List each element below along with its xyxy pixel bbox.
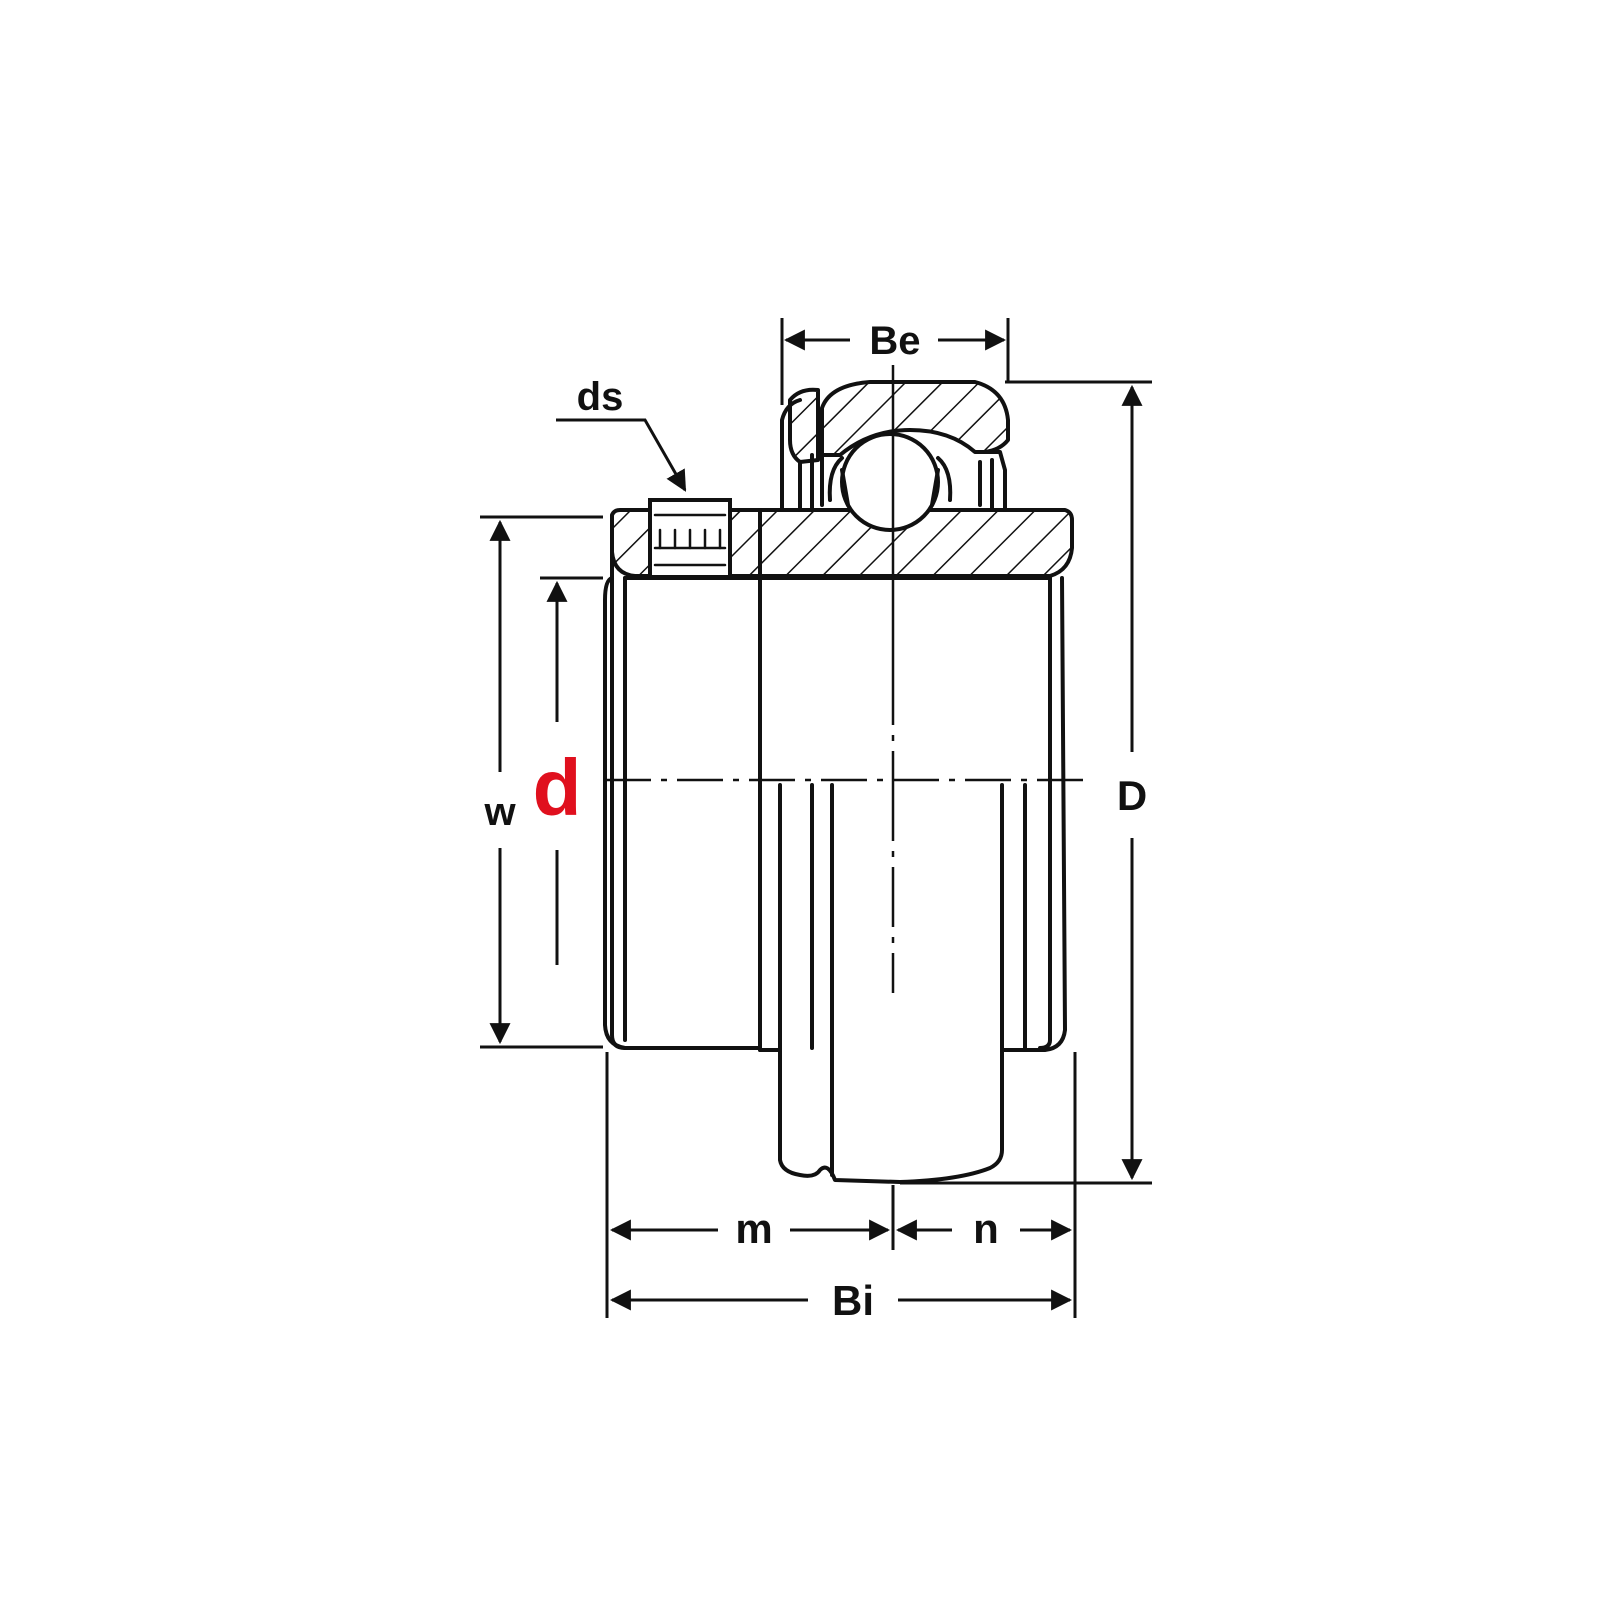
label-bi: Bi xyxy=(832,1277,874,1324)
bearing-body xyxy=(603,365,1088,1185)
outer-right-wall xyxy=(1023,576,1067,1052)
label-D: D xyxy=(1117,772,1147,819)
outer-ring-section xyxy=(820,380,1010,457)
label-ds: ds xyxy=(577,375,624,419)
inner-ring-collar xyxy=(610,518,762,1050)
dimension-lines xyxy=(480,318,1152,1318)
cage-left xyxy=(827,456,850,507)
seal-right-walls xyxy=(978,458,994,512)
ring-groove-lines xyxy=(758,783,1027,1177)
left-seal xyxy=(788,387,820,464)
label-n: n xyxy=(973,1205,999,1252)
inner-right-wall xyxy=(1038,576,1052,1050)
right-seal xyxy=(983,450,1007,512)
label-m: m xyxy=(735,1205,772,1252)
set-screw-threads xyxy=(653,513,727,567)
outer-left-wall xyxy=(603,576,627,1050)
label-be: Be xyxy=(869,319,920,363)
label-w: w xyxy=(483,790,516,834)
ball xyxy=(840,432,940,532)
seal-left-walls xyxy=(780,398,824,512)
label-d: d xyxy=(533,743,582,832)
cage-right xyxy=(930,456,953,507)
